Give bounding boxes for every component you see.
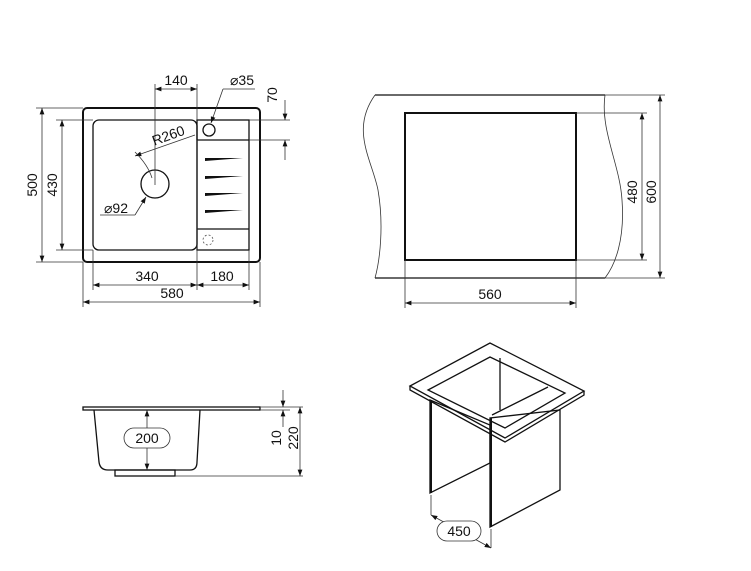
drain-outlet [114,469,176,477]
dim-bowl-depth: 430 [44,173,60,197]
dim-bowl-height: 200 [135,430,159,446]
dim-drain: ⌀92 [104,200,128,216]
dim-total-width: 580 [160,285,184,301]
cutout-outline [404,112,577,261]
top-view: 140 ⌀35 70 R260 ⌀92 500 430 340 180 580 [24,72,290,307]
dim-total-depth: 500 [24,173,40,197]
dim-cutout-width: 560 [478,286,502,302]
cabinet-right-panel [489,409,561,529]
dim-bowl-width: 340 [135,268,159,284]
optional-hole-icon [202,234,214,246]
dim-faucet-hole: ⌀35 [230,72,254,88]
sink-outline [82,107,261,263]
drainboard-grooves [205,158,243,213]
dim-cabinet-width: 450 [447,523,471,539]
dim-bowl-height-oval [123,427,171,449]
sink-rim [82,406,261,411]
side-view: 200 10 220 [82,390,303,477]
cabinet-view: 450 [408,342,586,549]
dim-total-height: 220 [285,426,301,450]
dim-rim: 10 [268,430,284,446]
cabinet-opening [426,356,567,429]
dim-drainboard-width: 180 [210,268,234,284]
dim-counter-depth: 600 [643,180,659,204]
dim-cabinet-width-oval [436,520,482,542]
dim-top-margin: 70 [264,87,280,103]
dim-faucet-offset: 140 [164,72,188,88]
dim-cutout-depth: 480 [624,180,640,204]
faucet-hole-icon [202,123,216,137]
cutout-view: 480 600 560 [362,94,665,308]
